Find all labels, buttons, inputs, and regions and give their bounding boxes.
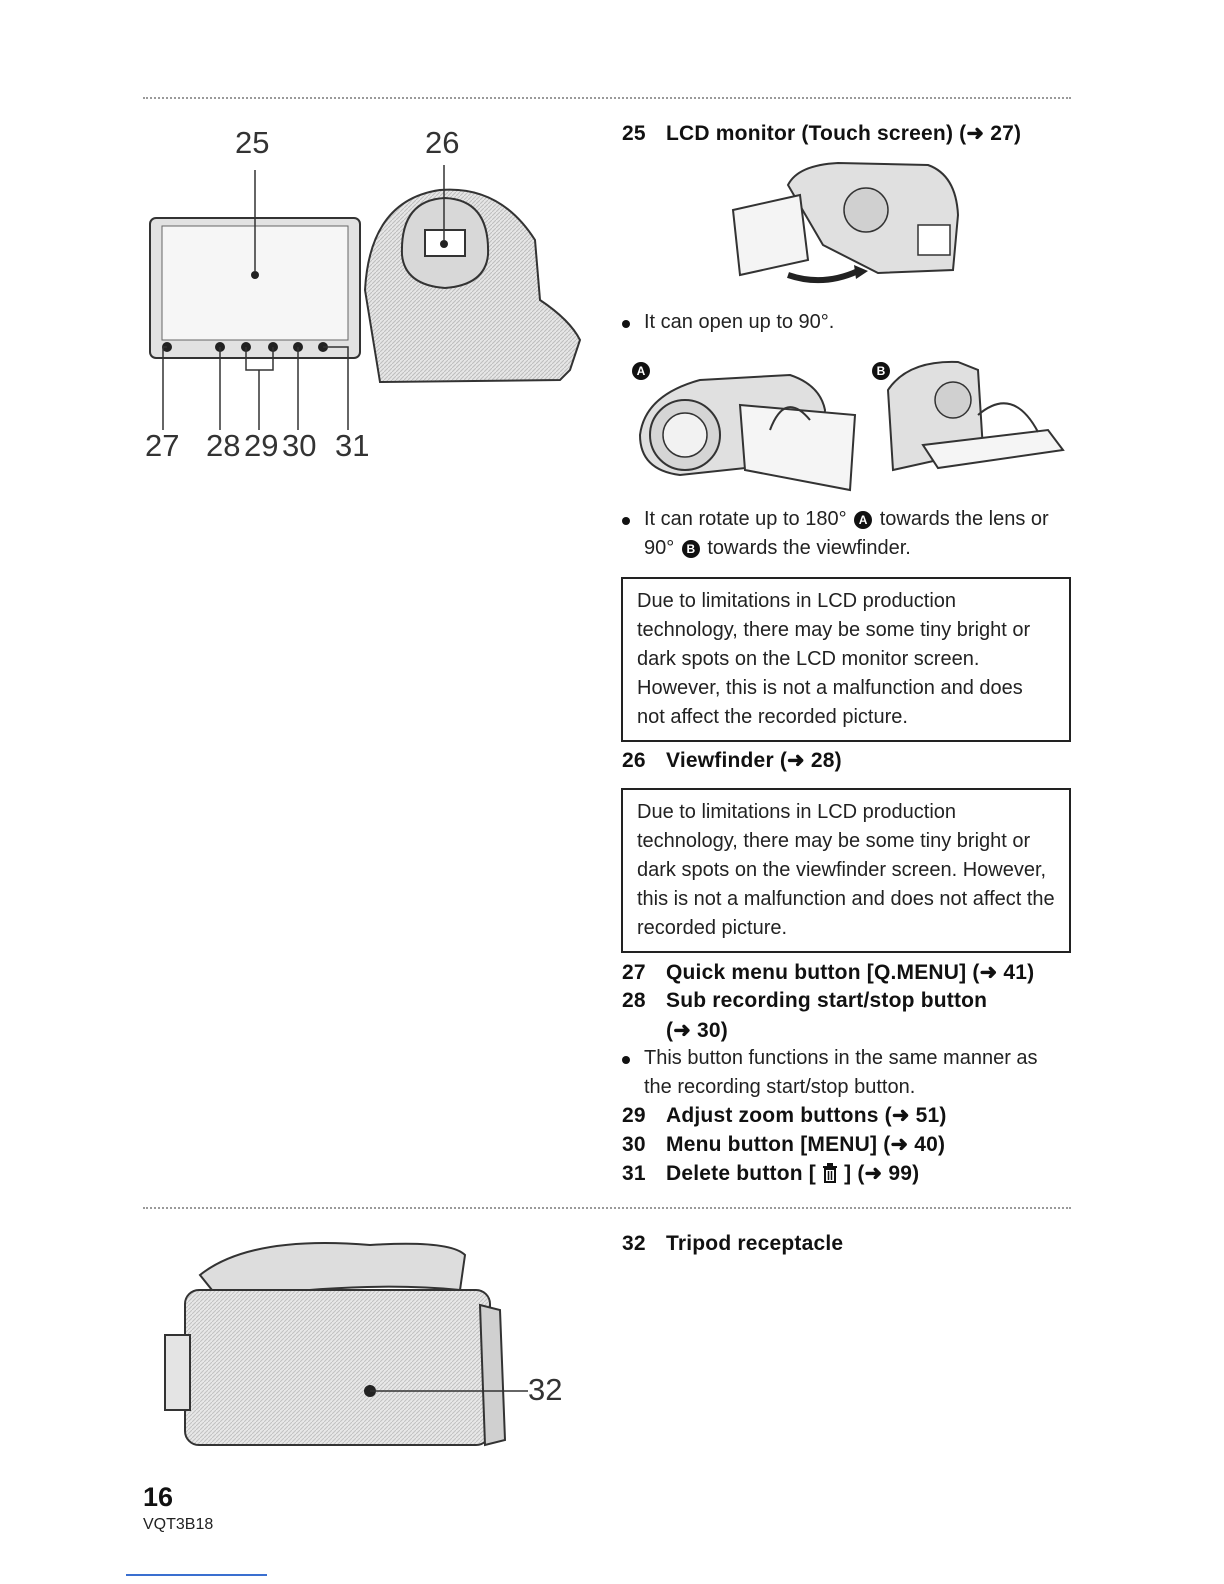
callout-31: 31 [335, 428, 369, 464]
trash-icon [822, 1163, 838, 1183]
rear-view-figure: 25 26 27 28 29 30 31 [140, 120, 600, 480]
item-28-heading-cont: (➜ 30) [666, 1018, 728, 1043]
callout-27: 27 [145, 428, 179, 464]
callout-29: 29 [244, 428, 278, 464]
bullet-sub-rec: This button functions in the same manner… [622, 1044, 1070, 1102]
bullet-open: It can open up to 90°. [622, 308, 1072, 337]
marker-a: A [632, 362, 650, 380]
callout-32: 32 [528, 1372, 562, 1408]
rotation-figure-b: B [868, 350, 1068, 480]
camcorder-illustration [620, 350, 865, 495]
callout-28: 28 [206, 428, 240, 464]
callout-30: 30 [282, 428, 316, 464]
footer-rule [126, 1574, 267, 1576]
marker-b: B [872, 362, 890, 380]
callout-26: 26 [425, 125, 459, 161]
top-separator [143, 97, 1071, 99]
lcd-open-figure [728, 155, 963, 285]
middle-separator [143, 1207, 1071, 1209]
callout-25: 25 [235, 125, 269, 161]
page-number: 16 [143, 1482, 173, 1513]
camcorder-illustration [868, 350, 1068, 480]
camcorder-illustration [160, 1230, 580, 1455]
camcorder-illustration [140, 120, 600, 480]
model-code: VQT3B18 [143, 1516, 213, 1534]
rotation-figure-a: A [620, 350, 865, 495]
note-viewfinder: Due to limitations in LCD production tec… [621, 788, 1071, 953]
marker-a-inline: A [854, 511, 872, 529]
note-lcd: Due to limitations in LCD production tec… [621, 577, 1071, 742]
camcorder-illustration [728, 155, 963, 285]
marker-b-inline: B [682, 540, 700, 558]
bullet-rotate: It can rotate up to 180° A towards the l… [622, 505, 1072, 563]
bottom-view-figure: 32 [160, 1230, 580, 1455]
